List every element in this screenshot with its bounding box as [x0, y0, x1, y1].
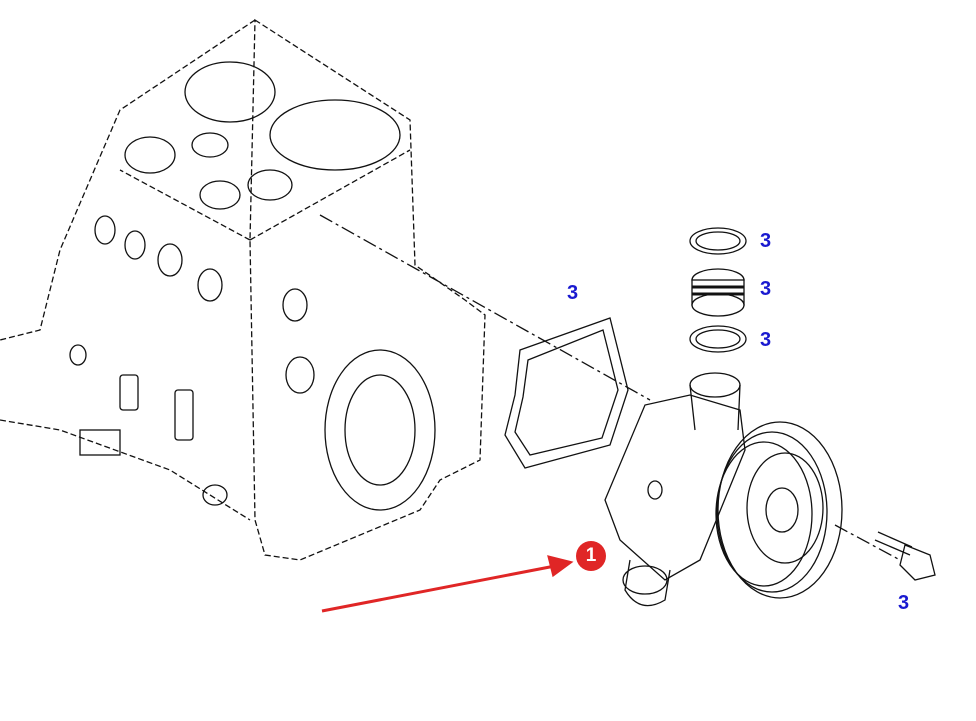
orings: [689, 227, 747, 353]
callout-oring-top: 3: [760, 230, 772, 252]
bolt: [874, 531, 936, 581]
pointer-arrow: [321, 555, 574, 613]
highlight-badge: 1: [576, 541, 606, 571]
gasket: [504, 317, 629, 469]
callout-bolt: 3: [898, 592, 910, 614]
callout-gasket: 3: [567, 282, 579, 304]
water-pump: [604, 372, 843, 607]
center-line: [319, 214, 901, 561]
callout-seal: 3: [760, 278, 772, 300]
engine-block: [0, 18, 486, 561]
callout-oring-bottom: 3: [760, 329, 772, 351]
